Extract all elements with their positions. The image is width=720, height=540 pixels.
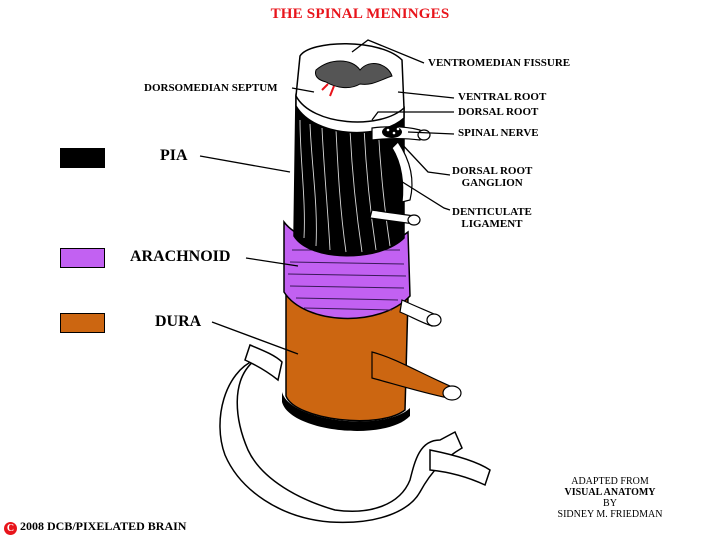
pia-mater xyxy=(293,43,431,257)
credit-line: VISUAL ANATOMY xyxy=(564,487,656,498)
label-line: LIGAMENT xyxy=(461,218,523,230)
copyright-text: 2008 DCB/PIXELATED BRAIN xyxy=(20,519,187,533)
source-credit: ADAPTED FROM VISUAL ANATOMY BY SIDNEY M.… xyxy=(545,476,675,520)
dura-mater xyxy=(282,291,462,431)
legend-swatch-pia xyxy=(60,148,105,168)
label-dorsal-root: DORSAL ROOT xyxy=(458,106,539,118)
label-ventromedian-fissure: VENTROMEDIAN FISSURE xyxy=(428,57,571,69)
legend-label-dura: DURA xyxy=(155,313,202,330)
label-dorsomedian-septum: DORSOMEDIAN SEPTUM xyxy=(144,82,278,94)
label-line: DENTICULATE xyxy=(452,206,532,218)
label-ventral-root: VENTRAL ROOT xyxy=(458,91,547,103)
legend-label-pia: PIA xyxy=(160,147,188,164)
legend-swatch-arachnoid xyxy=(60,248,105,268)
legend-swatch-dura xyxy=(60,313,105,333)
credit-line: BY xyxy=(603,498,617,509)
legend-label-arachnoid: ARACHNOID xyxy=(130,248,231,265)
label-denticulate-ligament: DENTICULATE LIGAMENT xyxy=(452,206,532,230)
credit-line: SIDNEY M. FRIEDMAN xyxy=(557,509,663,520)
label-line: GANGLION xyxy=(461,177,523,189)
credit-line: ADAPTED FROM xyxy=(571,476,649,487)
copyright-icon: C xyxy=(4,522,17,535)
vertebra xyxy=(219,343,491,524)
label-line: DORSAL ROOT xyxy=(452,165,533,177)
label-dorsal-root-ganglion: DORSAL ROOT GANGLION xyxy=(452,165,532,189)
diagram-title: THE SPINAL MENINGES xyxy=(270,6,450,22)
leader-lines xyxy=(199,39,455,355)
label-spinal-nerve: SPINAL NERVE xyxy=(458,127,539,139)
